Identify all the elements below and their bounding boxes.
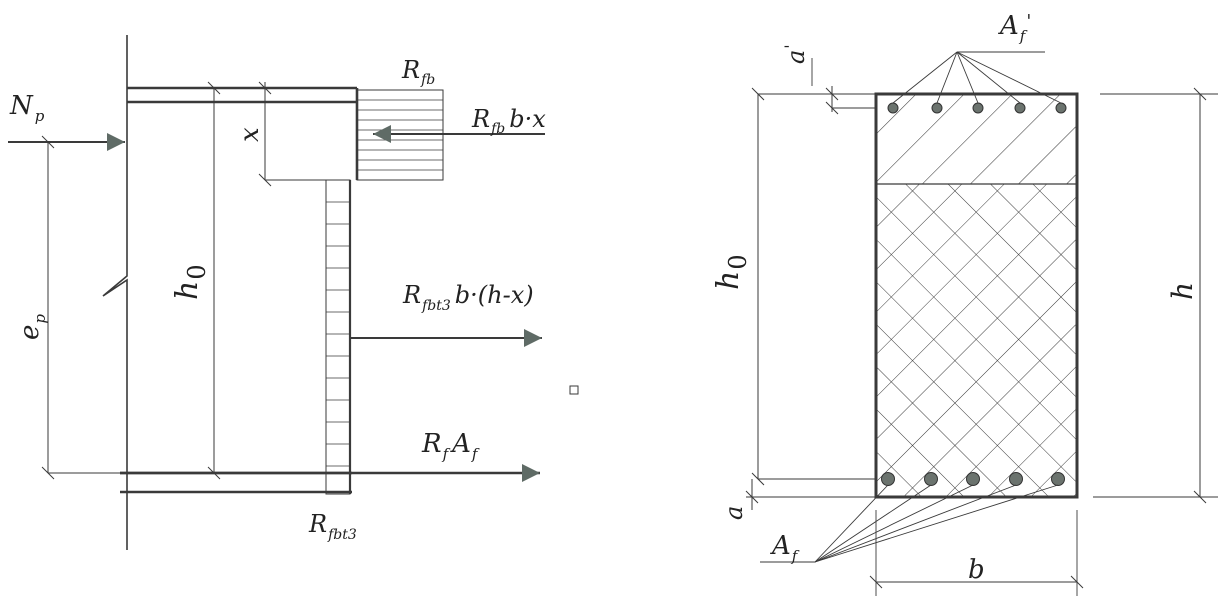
right-cross-section: Af' a' h0 h a Af b <box>711 11 1218 596</box>
label-rfbt3: Rfbt3 <box>308 510 357 543</box>
label-af-top: Af' <box>998 11 1031 45</box>
label-h: h <box>1166 282 1199 300</box>
af-bottom-leaders <box>760 484 1059 563</box>
label-rfb: Rfb <box>401 56 435 88</box>
top-reinforcement-bars <box>887 102 1067 114</box>
bottom-reinforcement-bars <box>881 472 1065 486</box>
label-ep: ep <box>15 314 49 340</box>
tension-stress-block <box>325 179 351 495</box>
label-x: x <box>235 127 265 142</box>
compression-stress-block <box>356 89 444 181</box>
label-a: a <box>720 506 748 520</box>
a-dimension <box>745 479 876 510</box>
label-af-bottom: Af <box>770 531 800 565</box>
h0-dimension-right <box>751 87 876 486</box>
label-h0-left: h0 <box>170 264 211 300</box>
label-h0-right: h0 <box>711 254 752 290</box>
h-dimension <box>1093 87 1218 504</box>
a-prime-dimension <box>811 58 876 115</box>
label-b: b <box>968 555 985 585</box>
label-a-prime: a' <box>781 44 810 64</box>
section-break-line <box>102 35 128 550</box>
b-dimension <box>869 510 1084 596</box>
small-square-marker <box>569 385 579 395</box>
af-top-leaders <box>892 51 1062 104</box>
section-outline <box>874 92 1079 499</box>
